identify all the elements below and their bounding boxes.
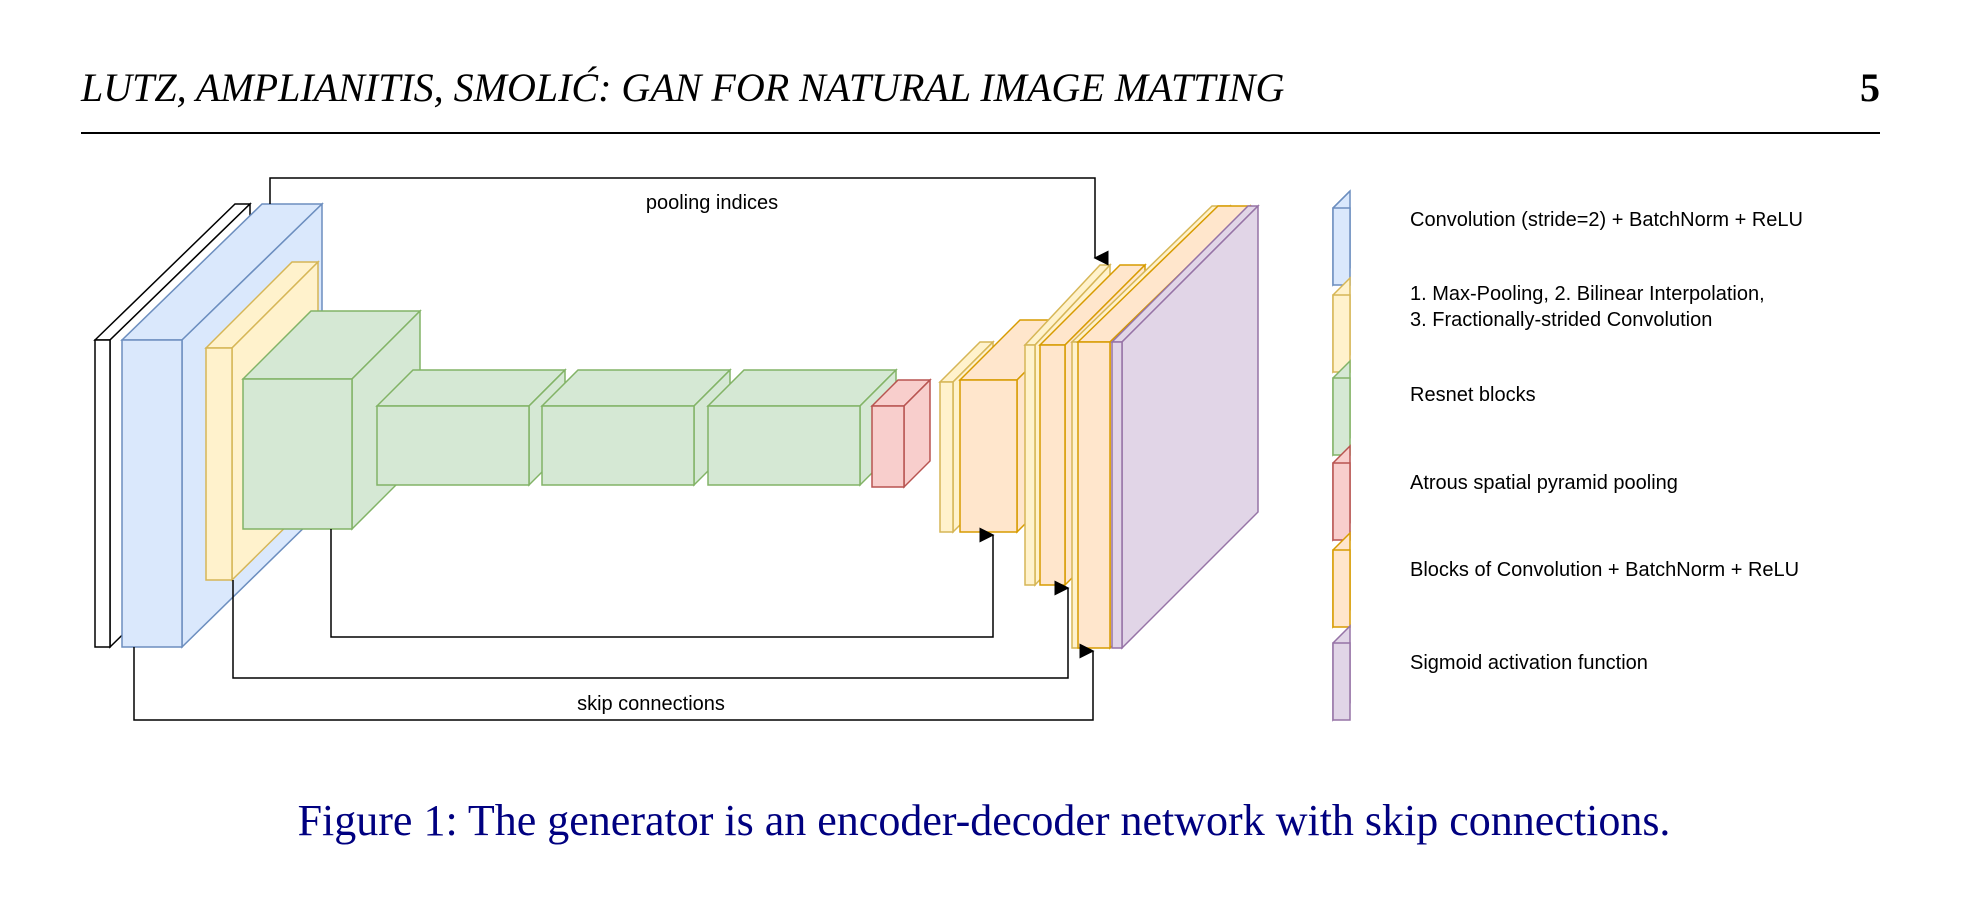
pooling-indices-label: pooling indices bbox=[646, 192, 778, 214]
resnet-block-3 bbox=[540, 368, 732, 487]
svg-text:1. Max-Pooling, 2. Bilinear In: 1. Max-Pooling, 2. Bilinear Interpolatio… bbox=[1410, 283, 1765, 305]
aspp-block bbox=[870, 378, 932, 489]
legend-item-aspp: Atrous spatial pyramid pooling bbox=[1332, 444, 1678, 542]
skip-connection-2 bbox=[232, 580, 1070, 679]
svg-text:Atrous spatial pyramid pooling: Atrous spatial pyramid pooling bbox=[1410, 472, 1678, 494]
pooling-indices-arrow bbox=[269, 177, 1109, 266]
legend-item-sigmoid: Sigmoid activation function bbox=[1332, 624, 1648, 722]
legend-item-resnet: Resnet blocks bbox=[1332, 359, 1536, 457]
svg-text:Blocks of Convolution + BatchN: Blocks of Convolution + BatchNorm + ReLU bbox=[1410, 559, 1799, 581]
legend-item-pooling: 1. Max-Pooling, 2. Bilinear Interpolatio… bbox=[1332, 276, 1765, 374]
legend: Convolution (stride=2) + BatchNorm + ReL… bbox=[1332, 189, 1803, 722]
sigmoid-output bbox=[1110, 204, 1260, 650]
figure-caption: Figure 1: The generator is an encoder-de… bbox=[297, 796, 1671, 845]
skip-connections-label: skip connections bbox=[577, 693, 725, 715]
skip-connection-1 bbox=[330, 527, 995, 638]
svg-text:3. Fractionally-strided Convol: 3. Fractionally-strided Convolution bbox=[1410, 309, 1712, 331]
network-diagram: pooling indices skip connections Convolu… bbox=[93, 177, 1803, 722]
figure-1: pooling indices skip connections Convolu… bbox=[0, 160, 1968, 760]
legend-item-conv-blocks: Blocks of Convolution + BatchNorm + ReLU bbox=[1332, 531, 1799, 629]
resnet-block-4 bbox=[706, 368, 898, 487]
page-number: 5 bbox=[1860, 65, 1880, 110]
running-header: LUTZ, AMPLIANITIS, SMOLIĆ: GAN FOR NATUR… bbox=[81, 60, 1880, 134]
svg-text:Sigmoid activation function: Sigmoid activation function bbox=[1410, 652, 1648, 674]
skip-connection-3 bbox=[133, 643, 1095, 721]
legend-item-conv-stride2: Convolution (stride=2) + BatchNorm + ReL… bbox=[1332, 189, 1803, 287]
svg-text:Resnet blocks: Resnet blocks bbox=[1410, 384, 1536, 406]
running-title: LUTZ, AMPLIANITIS, SMOLIĆ: GAN FOR NATUR… bbox=[81, 65, 1285, 110]
svg-text:Convolution (stride=2) + Batch: Convolution (stride=2) + BatchNorm + ReL… bbox=[1410, 209, 1803, 231]
resnet-block-2 bbox=[375, 368, 567, 487]
